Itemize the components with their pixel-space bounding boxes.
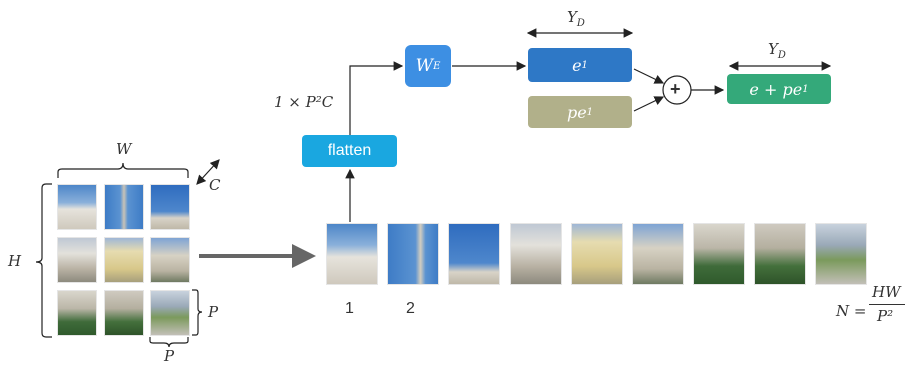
p-right-bracket [192,289,203,336]
grid-patch-2 [104,184,144,230]
dim-label: 1 × P²C [274,93,334,111]
flatten-box: flatten [302,135,397,167]
n-fraction-bar [869,304,905,305]
yd-label-2: YD [768,40,786,61]
w-label: W [116,140,132,158]
grid-patch-9 [150,290,190,336]
arrow-flatten-we [349,61,404,135]
seq-patch-5 [571,223,623,285]
h-brace [35,183,52,338]
seq-patch-7 [693,223,745,285]
w-brace [57,162,189,178]
grid-patch-4 [57,237,97,283]
n-denominator: P² [877,307,894,325]
seq-patch-9 [815,223,867,285]
p-right-label: P [208,303,219,321]
arrow-e1-plus [633,68,665,84]
h-label: H [8,252,22,270]
n-lhs: N = [836,302,867,320]
seq-patch-6 [632,223,684,285]
p-bottom-label: P [164,347,175,365]
n-numerator: HW [872,283,901,301]
seq-patch-4 [510,223,562,285]
yd-label-1: YD [567,8,585,29]
plus-symbol: + [670,79,681,99]
seq-patch-1 [326,223,378,285]
grid-patch-8 [104,290,144,336]
c-arrow [196,159,220,185]
seq-patch-3 [448,223,500,285]
grid-patch-6 [150,237,190,283]
p-bottom-bracket [149,337,189,348]
c-label: C [209,176,221,194]
seq-patch-8 [754,223,806,285]
patch-index-1: 1 [345,300,354,317]
grid-patch-5 [104,237,144,283]
grid-patch-3 [150,184,190,230]
grid-patch-1 [57,184,97,230]
arrow-pe1-plus [633,96,665,112]
seq-patch-2 [387,223,439,285]
grid-patch-7 [57,290,97,336]
patch-index-2: 2 [406,300,415,317]
